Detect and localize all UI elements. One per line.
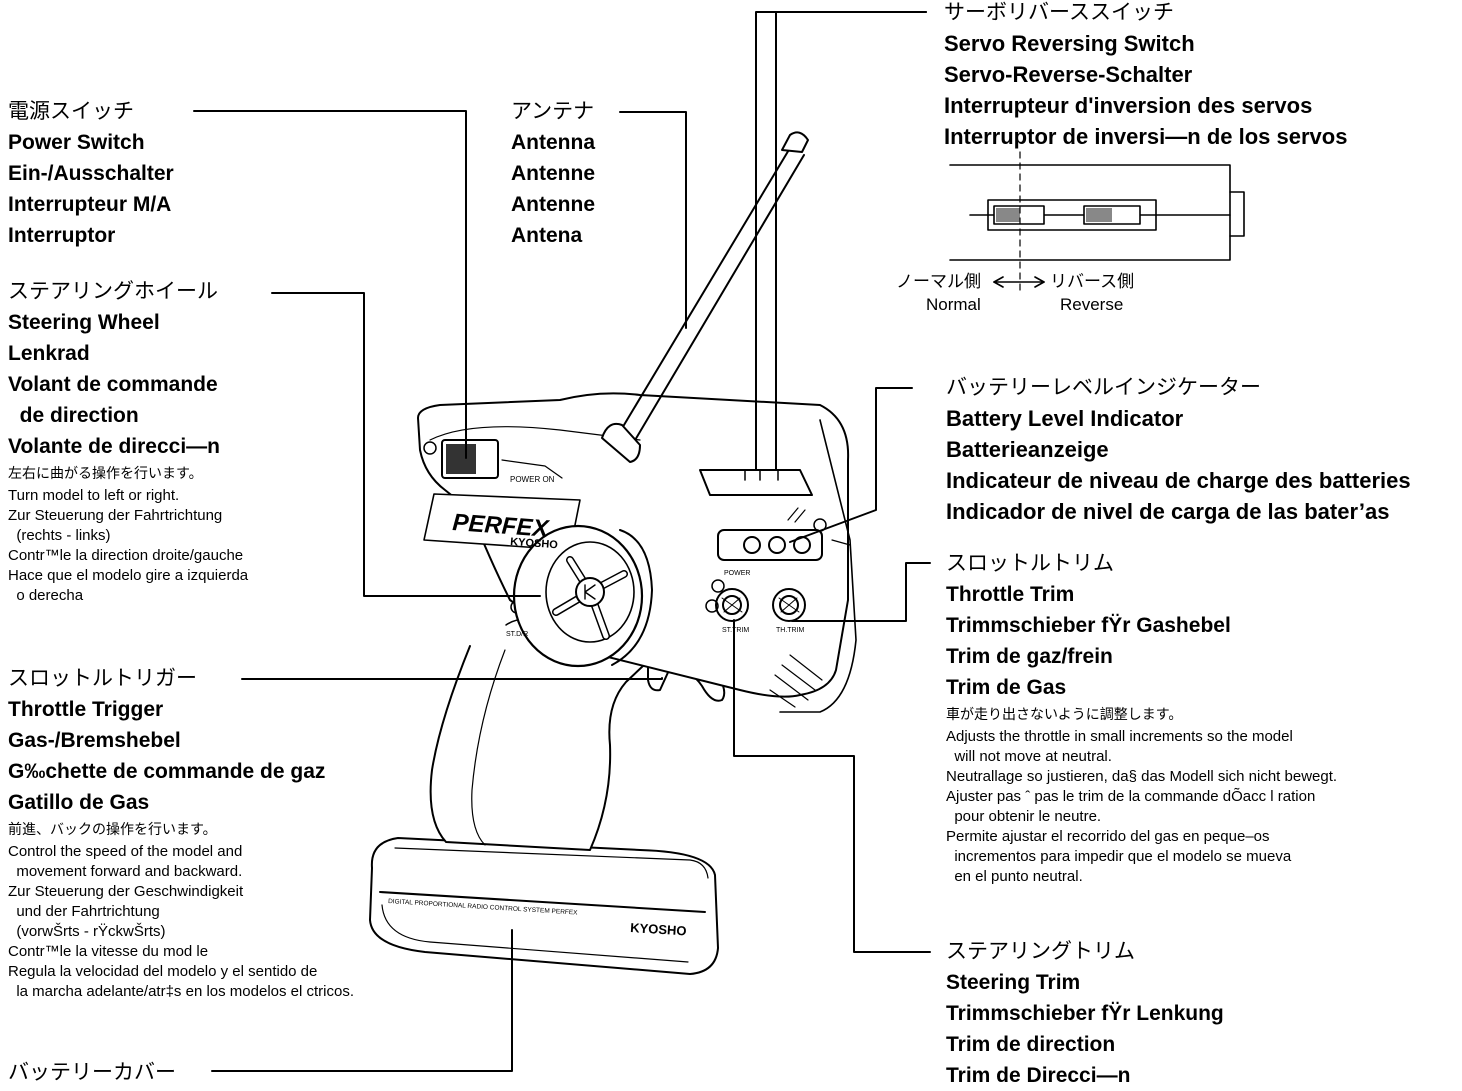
power-switch-label: 電源スイッチ Power Switch Ein-/Ausschalter Int… [8,96,174,251]
power-switch-name-en: Power Switch [8,131,145,154]
throttle-trim-desc-jp: 車が走り出さないように調整します。 [946,707,1183,723]
power-switch-name-fr: Interrupteur M/A [8,193,172,216]
servo-reversing-name-en: Servo Reversing Switch [944,31,1195,56]
servo-reverse-jp: リバース側 [1050,272,1134,292]
steering-wheel-desc-jp: 左右に曲がる操作を行います。 [8,466,203,482]
throttle-trigger-desc-1: Control the speed of the model and [8,843,243,860]
throttle-trim-name-fr: Trim de gaz/frein [946,645,1113,668]
servo-reversing-jp: サーボリバーススイッチ [944,0,1174,24]
steering-trim-label: ステアリングトリム Steering Trim Trimmschieber fŸ… [946,936,1224,1091]
power-switch-jp: 電源スイッチ [8,99,134,123]
throttle-trigger-desc-8: la marcha adelante/atr‡s en los modelos … [8,983,355,1000]
throttle-trigger-desc-7: Regula la velocidad del modelo y el sent… [8,963,318,980]
battery-level-name-es: Indicador de nivel de carga de las bater… [946,499,1390,524]
throttle-trigger-name-de: Gas-/Bremshebel [8,729,181,752]
steering-trim-name-fr: Trim de direction [946,1033,1116,1056]
steering-wheel-name-de: Lenkrad [8,342,90,365]
steering-wheel-desc-5: Hace que el modelo gire a izquierda [8,567,249,584]
power-on-marking: POWER ON [510,475,555,484]
battery-level-name-de: Batterieanzeige [946,437,1109,462]
steering-trim-name-es: Trim de Direcci—n [946,1064,1131,1087]
throttle-trim-name-en: Throttle Trim [946,583,1075,606]
servo-reversing-name-es: Interruptor de inversi—n de los servos [944,124,1348,149]
antenna-label: アンテナ Antenna Antenne Antenne Antena [511,96,595,251]
antenna-jp: アンテナ [511,99,595,123]
battery-cover-jp: バッテリーカバー [8,1060,176,1084]
throttle-trigger-desc-4: und der Fahrtrichtung [8,903,160,920]
throttle-trim-desc-8: en el punto neutral. [946,868,1083,885]
servo-normal-jp: ノーマル側 [896,272,981,292]
throttle-trigger-name-es: Gatillo de Gas [8,791,150,814]
throttle-trigger-desc-6: Contr™le la vitesse du mod le [8,943,209,960]
battery-level-jp: バッテリーレベルインジケーター [946,375,1261,399]
steering-wheel-label: ステアリングホイール Steering Wheel Lenkrad Volant… [8,276,248,606]
servo-reversing-label: サーボリバーススイッチ Servo Reversing Switch Servo… [944,0,1347,152]
antenna-name-es: Antena [511,224,583,247]
steering-wheel-name-es: Volante de direcci—n [8,435,220,458]
throttle-trim-desc-3: Neutrallage so justieren, da§ das Modell… [946,768,1338,785]
throttle-trim-desc-7: incrementos para impedir que el modelo s… [946,848,1292,865]
throttle-trigger-name-en: Throttle Trigger [8,698,164,721]
throttle-trigger-desc-jp: 前進、バックの操作を行います。 [8,822,217,838]
servo-switch-detail [949,151,1245,293]
servo-reverse-label: Reverse [1060,295,1123,314]
throttle-trim-name-es: Trim de Gas [946,676,1067,699]
throttle-trim-name-de: Trimmschieber fŸr Gashebel [946,614,1231,637]
steering-trim-name-de: Trimmschieber fŸr Lenkung [946,1002,1224,1025]
steering-trim-jp: ステアリングトリム [946,939,1135,963]
transmitter-base [369,837,719,975]
st-dr-marking: ST.D/R [506,631,528,638]
maker-marking: KYOSHO [510,536,559,551]
battery-level-name-en: Battery Level Indicator [946,406,1184,431]
throttle-trigger-desc-5: (vorwŠrts - rŸckwŠrts) [8,923,166,940]
steering-wheel-desc-2: Zur Steuerung der Fahrtrichtung [8,507,223,524]
throttle-trim-desc-4: Ajuster pas ˆ pas le trim de la commande… [946,788,1316,805]
throttle-trim-desc-2: will not move at neutral. [946,748,1112,765]
steering-wheel-shape [512,524,653,668]
base-logo-marking: KYOSHO [630,920,687,938]
servo-normal-label: Normal [926,295,981,314]
antenna-name-en: Antenna [511,131,595,154]
battery-level-name-fr: Indicateur de niveau de charge des batte… [946,468,1411,493]
throttle-trim-label: スロットルトリム Throttle Trim Trimmschieber fŸr… [946,548,1337,887]
steering-wheel-name-en: Steering Wheel [8,311,160,334]
servo-reversing-name-fr: Interrupteur d'inversion des servos [944,93,1313,118]
power-switch-name-de: Ein-/Ausschalter [8,162,174,185]
power-marking: POWER [724,570,750,577]
throttle-trigger-name-fr: G‰chette de commande de gaz [8,760,326,783]
th-trim-marking: TH.TRIM [776,627,805,634]
power-switch-name-es: Interruptor [8,224,116,247]
steering-wheel-name-fr2: de direction [8,404,139,427]
throttle-trigger-label: スロットルトリガー Throttle Trigger Gas-/Bremsheb… [8,663,354,1002]
antenna-name-de: Antenne [511,162,595,185]
throttle-trim-desc-1: Adjusts the throttle in small increments… [946,728,1293,745]
battery-cover-label: バッテリーカバー [8,1057,176,1088]
steering-wheel-desc-1: Turn model to left or right. [8,487,180,504]
throttle-trigger-jp: スロットルトリガー [8,666,197,690]
throttle-trim-desc-5: pour obtenir le neutre. [946,808,1102,825]
steering-trim-name-en: Steering Trim [946,971,1081,994]
antenna-name-fr: Antenne [511,193,595,216]
steering-wheel-desc-6: o derecha [8,587,84,604]
throttle-trigger-desc-3: Zur Steuerung der Geschwindigkeit [8,883,244,900]
battery-level-label: バッテリーレベルインジケーター Battery Level Indicator … [946,372,1411,527]
throttle-trim-desc-6: Permite ajustar el recorrido del gas en … [946,828,1270,845]
leader-lines [193,11,931,1072]
steering-wheel-desc-4: Contr™le la direction droite/gauche [8,547,244,564]
steering-wheel-desc-3: (rechts - links) [8,527,111,544]
steering-wheel-jp: ステアリングホイール [8,279,218,303]
st-trim-marking: ST.TRIM [722,627,749,634]
steering-wheel-name-fr1: Volant de commande [8,373,218,396]
antenna-shape [611,147,791,446]
servo-reversing-name-de: Servo-Reverse-Schalter [944,62,1193,87]
throttle-trigger-desc-2: movement forward and backward. [8,863,243,880]
throttle-trim-jp: スロットルトリム [946,551,1114,575]
